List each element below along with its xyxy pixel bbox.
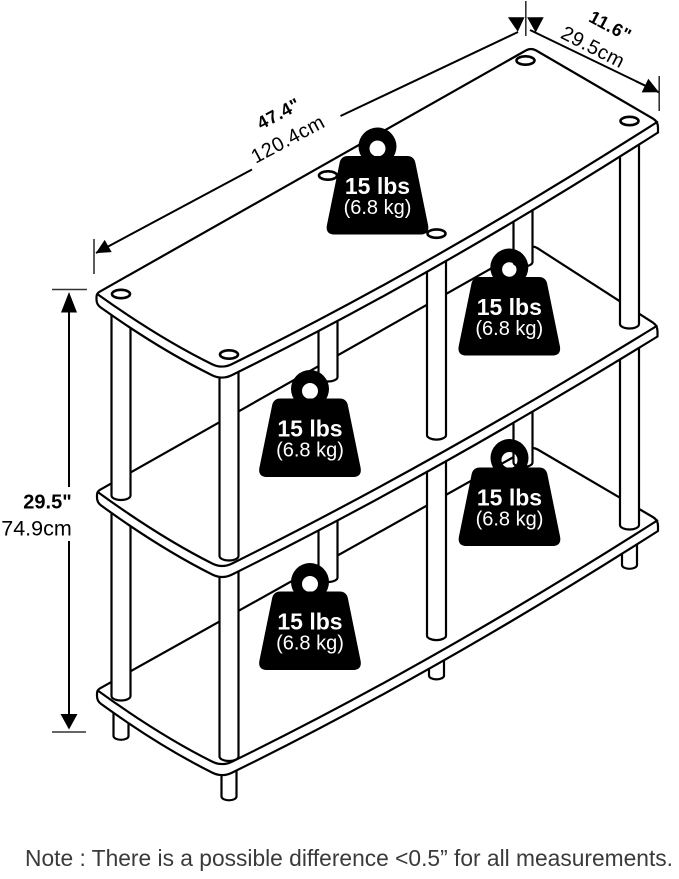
svg-text:(6.8 kg): (6.8 kg) xyxy=(276,633,344,655)
svg-text:74.9cm: 74.9cm xyxy=(1,517,72,541)
svg-text:(6.8 kg): (6.8 kg) xyxy=(475,318,543,340)
svg-text:(6.8 kg): (6.8 kg) xyxy=(276,440,344,462)
svg-text:15 lbs: 15 lbs xyxy=(277,608,342,634)
svg-text:(6.8 kg): (6.8 kg) xyxy=(344,197,412,219)
svg-text:29.5": 29.5" xyxy=(23,492,71,514)
svg-text:15 lbs: 15 lbs xyxy=(345,173,410,199)
svg-text:15 lbs: 15 lbs xyxy=(477,484,542,510)
svg-text:Note : There is a possible dif: Note : There is a possible difference <0… xyxy=(25,845,673,871)
svg-text:(6.8 kg): (6.8 kg) xyxy=(476,509,544,531)
svg-text:15 lbs: 15 lbs xyxy=(277,415,342,441)
svg-text:15 lbs: 15 lbs xyxy=(477,294,542,320)
